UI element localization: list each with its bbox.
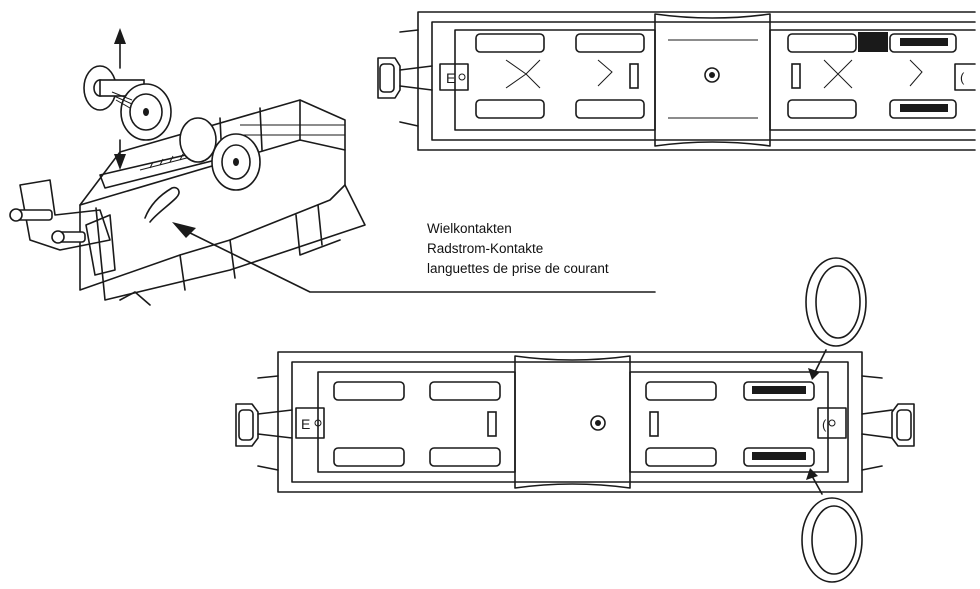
callout-label-french: languettes de prise de courant xyxy=(427,261,609,276)
contact-pads-bottom-view xyxy=(333,381,815,467)
svg-text:(: ( xyxy=(822,417,827,432)
svg-text:(: ( xyxy=(960,70,965,85)
lift-arrow-down xyxy=(114,139,126,170)
traction-tire-bottom xyxy=(801,468,863,583)
contact-arrows-top-view xyxy=(505,59,923,89)
traction-tire-top xyxy=(805,257,867,380)
perspective-bogie-drawing xyxy=(9,28,366,306)
underside-view-top: E ( xyxy=(377,11,976,151)
callout-label-dutch: Wielkontakten xyxy=(427,221,512,236)
underside-view-bottom: E ( xyxy=(235,257,915,583)
callout-label-german: Radstrom-Kontakte xyxy=(427,241,544,256)
removed-wheelset xyxy=(83,65,172,141)
contact-pads-top-view xyxy=(475,32,957,119)
callout-leader xyxy=(172,222,656,293)
svg-text:E: E xyxy=(301,416,310,432)
bogie-frame xyxy=(9,99,366,306)
lift-arrow-up xyxy=(114,28,126,69)
svg-text:E: E xyxy=(446,70,455,86)
wheel-contacts-callout: Wielkontakten Radstrom-Kontakte languett… xyxy=(427,219,667,279)
